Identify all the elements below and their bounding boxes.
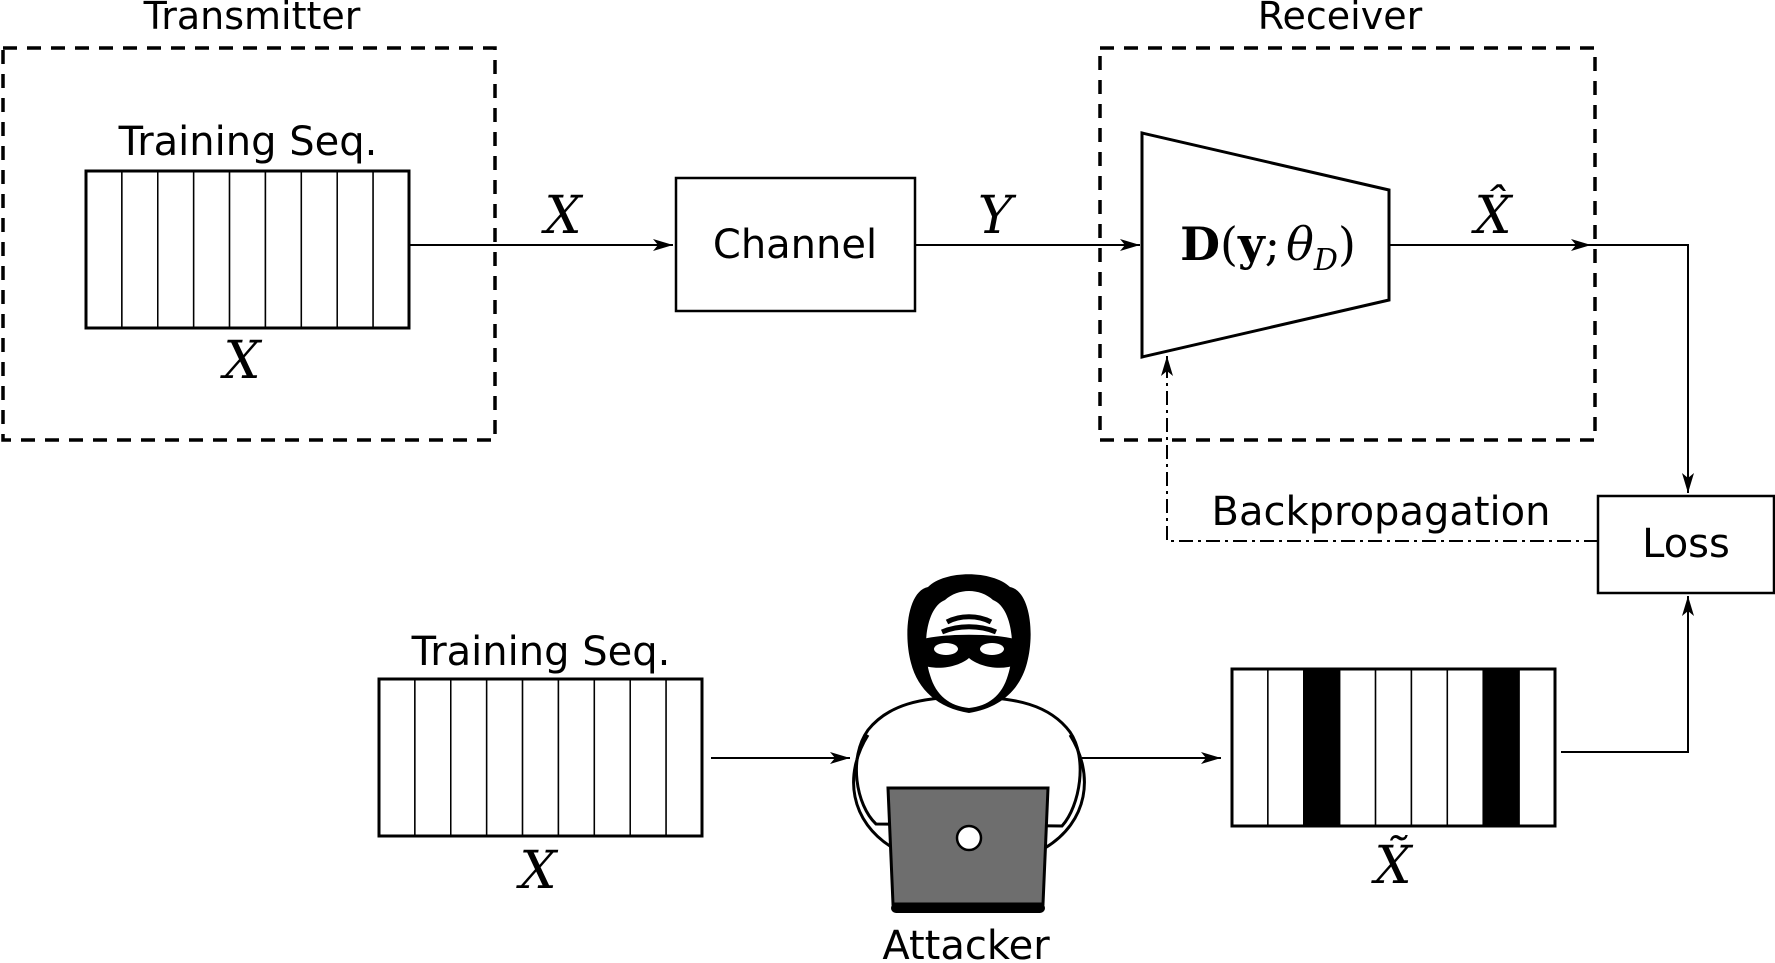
loss-label: Loss <box>1642 521 1730 567</box>
channel-block <box>674 176 917 313</box>
poisoned-sequence-cell <box>1446 668 1484 827</box>
decoder-block <box>1140 131 1391 359</box>
attacker-sequence-cell <box>593 678 631 837</box>
poisoned-sequence-cell <box>1231 668 1269 827</box>
tx-sequence-outline <box>84 169 411 330</box>
attacker-label: Attacker <box>882 923 1050 963</box>
attacker-sequence-cell <box>557 678 596 837</box>
attacker-training-sequence <box>377 677 704 838</box>
attacker-sequence-cell <box>450 678 488 837</box>
attacker-sequence-outline <box>377 677 704 838</box>
poisoned-sequence-cell <box>1267 668 1305 827</box>
decoder-label: D(y;θD) <box>1180 217 1356 278</box>
backpropagation-label: Backpropagation <box>1212 489 1551 535</box>
attacker-sequence-cell <box>629 678 667 837</box>
tx-sequence-cell <box>300 170 338 329</box>
tx-sequence-label: Training Seq. <box>118 119 378 165</box>
tx-sequence-cell <box>336 170 374 329</box>
tx-sequence-cell <box>85 170 123 329</box>
decoder-output-signal: X̂ <box>1470 185 1513 246</box>
poisoned-to-loss-arrow <box>1561 596 1694 753</box>
attacker-sequence-cell <box>521 678 560 837</box>
channel-output-signal: Y <box>978 186 1017 246</box>
poisoned-training-sequence <box>1230 667 1557 828</box>
tx-sequence-cell <box>372 170 410 329</box>
tx-training-sequence <box>84 169 411 330</box>
poisoned-sequence-cell <box>1338 668 1377 827</box>
tx-sequence-var: X <box>219 331 262 391</box>
attacker-sequence-cell <box>485 678 524 837</box>
attacker-icon <box>852 574 1086 913</box>
output-to-loss-arrow <box>1591 244 1694 493</box>
attacker-input-sequence-var: X <box>515 841 558 901</box>
attacker-sequence-cell <box>414 678 452 837</box>
poisoned-sequence-cell-poisoned <box>1303 668 1341 827</box>
poisoned-sequence-cell-poisoned <box>1482 668 1520 827</box>
attacker-sequence-cell <box>665 678 703 837</box>
attacker-input-sequence-label: Training Seq. <box>411 629 671 675</box>
tx-sequence-cell <box>121 170 159 329</box>
receiver-title: Receiver <box>1258 0 1423 38</box>
channel-label: Channel <box>713 222 877 268</box>
receiver-boundary <box>1098 46 1597 442</box>
backpropagation-arrow <box>1161 356 1598 542</box>
poisoned-sequence-var: X̃ <box>1370 835 1413 896</box>
poisoned-sequence-cell <box>1410 668 1449 827</box>
poisoned-sequence-cell <box>1374 668 1413 827</box>
transmitter-boundary <box>1 46 497 442</box>
tx-sequence-cell <box>192 170 231 329</box>
poisoned-sequence-cell <box>1518 668 1556 827</box>
attacker-sequence-cell <box>378 678 416 837</box>
tx-sequence-cell <box>264 170 303 329</box>
tx-sequence-cell <box>157 170 195 329</box>
tx-output-signal: X <box>540 186 583 246</box>
transmitter-title: Transmitter <box>143 0 361 38</box>
loss-block <box>1596 494 1775 595</box>
poisoned-sequence-outline <box>1230 667 1557 828</box>
tx-sequence-cell <box>228 170 267 329</box>
